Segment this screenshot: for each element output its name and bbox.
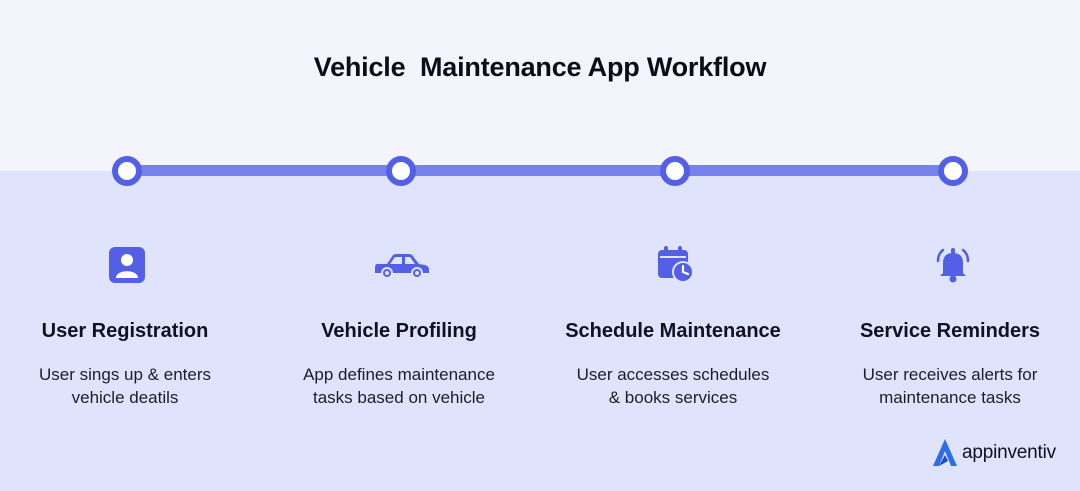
timeline-node-3 xyxy=(660,156,690,186)
calendar-clock-icon xyxy=(646,240,706,290)
diagram-title: Vehicle Maintenance App Workflow xyxy=(313,52,767,82)
brand-name: appinventiv xyxy=(962,442,1056,463)
step-3-desc-line2: & books services xyxy=(608,388,738,407)
step-4-title: Service Reminders xyxy=(859,320,1041,342)
bell-icon xyxy=(923,240,983,290)
step-4-desc-line2: maintenance tasks xyxy=(879,388,1021,407)
step-4-description: User receives alerts for maintenance tas… xyxy=(825,363,1075,409)
step-3-desc-line1: User accesses schedules xyxy=(576,365,770,384)
step-4-desc-line1: User receives alerts for xyxy=(862,365,1038,384)
step-3-description: User accesses schedules & books services xyxy=(548,363,798,409)
timeline-node-1 xyxy=(112,156,142,186)
timeline-node-4 xyxy=(938,156,968,186)
timeline-connector xyxy=(127,165,953,176)
step-2-desc-line2: tasks based on vehicle xyxy=(313,388,485,407)
timeline-node-2 xyxy=(386,156,416,186)
step-3-title: Schedule Maintenance xyxy=(565,320,781,342)
step-1-desc-line2: vehicle deatils xyxy=(71,388,179,407)
step-2-description: App defines maintenance tasks based on v… xyxy=(274,363,524,409)
step-2-title: Vehicle Profiling xyxy=(321,320,477,342)
user-card-icon xyxy=(97,240,157,290)
car-icon xyxy=(372,240,432,290)
content-background xyxy=(0,171,1080,491)
step-1-title: User Registration xyxy=(41,320,209,342)
step-1-description: User sings up & enters vehicle deatils xyxy=(0,363,250,409)
step-2-desc-line1: App defines maintenance xyxy=(303,365,495,384)
brand-logo: appinventiv xyxy=(932,438,1056,468)
step-1-desc-line1: User sings up & enters xyxy=(39,365,211,384)
brand-mark-icon xyxy=(933,439,957,466)
header-background xyxy=(0,0,1080,171)
